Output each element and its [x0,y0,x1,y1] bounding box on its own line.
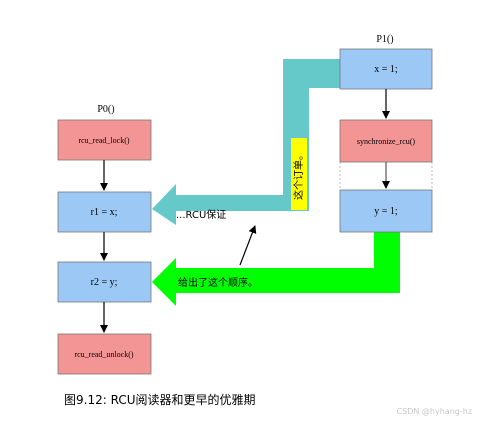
p0-title: P0() [97,104,114,115]
p1-x-label: x = 1; [374,64,398,75]
teal-arrow-label: ...RCU保证 [176,208,226,221]
p0-rcu-read-unlock-box [57,333,152,375]
p1-y-label: y = 1; [374,206,398,217]
p0-r1-label: r1 = x; [91,207,118,218]
p0-rcu-read-unlock-label: rcu_read_unlock() [74,350,133,359]
p0-rcu-read-lock-label: rcu_read_lock() [78,136,129,145]
p0-rcu-read-lock-box [57,119,152,161]
vertical-label-highlight [291,138,307,210]
p1-synchronize-rcu-label: synchronize_rcu() [357,137,416,146]
teal-vertical-label: 这个订单。 [292,150,305,200]
green-arrow-label: 给出了这个顺序。 [178,276,258,289]
csdn-watermark: CSDN @hyhang-hz [397,407,472,416]
annotation-pointer-arrow [239,225,257,266]
p0-r2-label: r2 = y; [91,277,118,288]
p1-title: P1() [376,34,393,45]
teal-ordering-arrow [152,59,340,225]
p1-y-box [339,189,433,233]
green-ordering-arrow [152,232,400,306]
p0-r2-box [57,261,152,303]
figure-caption: 图9.12: RCU阅读器和更早的优雅期 [64,392,255,407]
